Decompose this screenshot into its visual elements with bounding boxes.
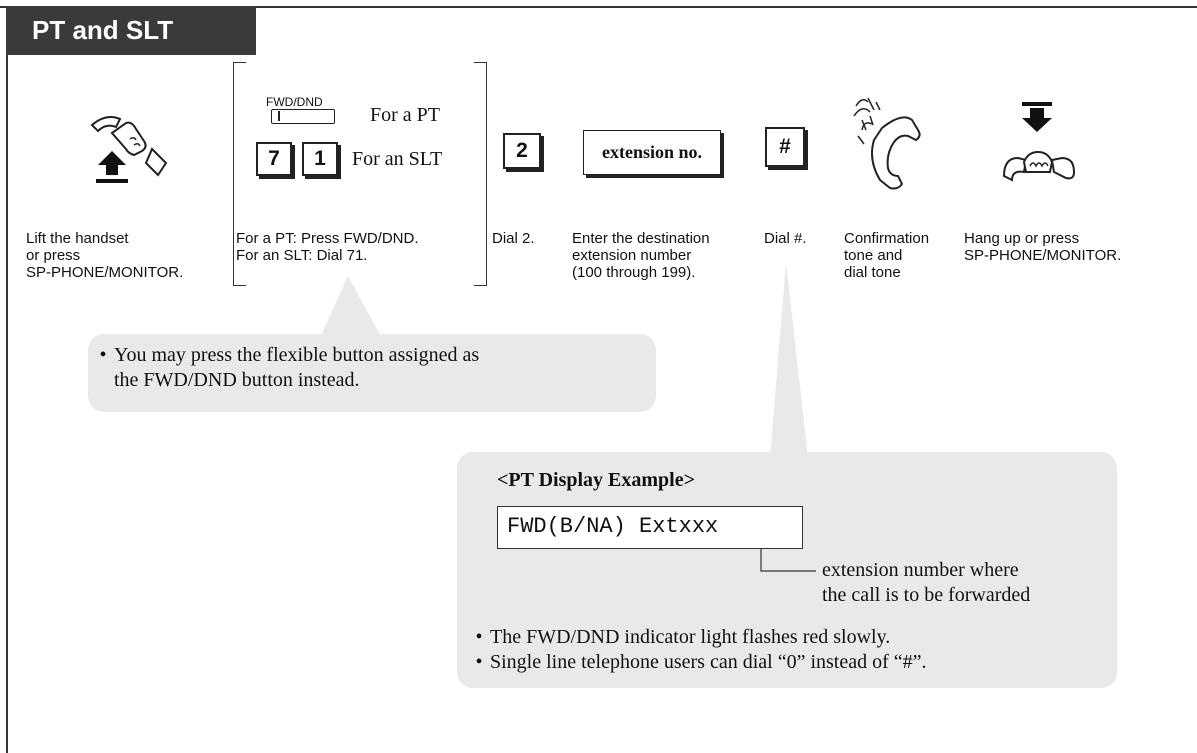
note1-bubble	[88, 334, 656, 412]
off-hook-icon	[90, 116, 168, 183]
note2-pointer	[770, 262, 808, 458]
callout-leader	[760, 548, 816, 572]
note1-text: •You may press the flexible button assig…	[92, 343, 479, 393]
section-title: PT and SLT	[6, 6, 256, 55]
extension-number-box: extension no.	[583, 130, 721, 175]
display-callout-text: extension number where the call is to be…	[822, 559, 1031, 606]
section-frame-top	[0, 6, 1197, 8]
fwd-dnd-step-label: For a PT: Press FWD/DND. For an SLT: Dia…	[236, 230, 419, 264]
hang-up-label: Hang up or press SP-PHONE/MONITOR.	[964, 230, 1122, 264]
key-7: 7	[256, 142, 292, 176]
key-1: 1	[302, 142, 338, 176]
dial-2-label: Dial 2.	[492, 230, 535, 247]
pt-display: FWD(B/NA) Extxxx	[497, 506, 803, 549]
display-example-heading: <PT Display Example>	[497, 469, 696, 491]
confirmation-tone-icon	[853, 97, 921, 190]
key-2: 2	[503, 133, 541, 169]
enter-extension-label: Enter the destination extension number (…	[572, 230, 710, 281]
dial-hash-label: Dial #.	[764, 230, 807, 247]
note1-pointer	[318, 276, 384, 342]
for-pt-text: For a PT	[370, 104, 440, 126]
fwd-bracket-left	[233, 62, 246, 286]
fwd-dnd-button-caption: FWD/DND	[266, 95, 323, 109]
note2-bubble	[457, 452, 1117, 688]
note2-bullets: •The FWD/DND indicator light flashes red…	[468, 625, 926, 675]
bullet: •	[99, 344, 107, 366]
for-slt-text: For an SLT	[352, 148, 443, 170]
on-hook-icon	[1002, 102, 1076, 182]
fwd-bracket-right	[474, 62, 487, 286]
confirmation-tone-label: Confirmation tone and dial tone	[844, 230, 930, 281]
extension-number-box-text: extension no.	[601, 142, 702, 162]
fwd-dnd-button	[271, 109, 335, 124]
section-frame-left	[6, 6, 8, 753]
bullet: •	[475, 626, 483, 648]
fwd-dnd-led	[278, 111, 280, 121]
lift-handset-label: Lift the handset or press SP-PHONE/MONIT…	[26, 230, 184, 281]
bullet: •	[475, 651, 483, 673]
key-hash: #	[765, 127, 805, 167]
